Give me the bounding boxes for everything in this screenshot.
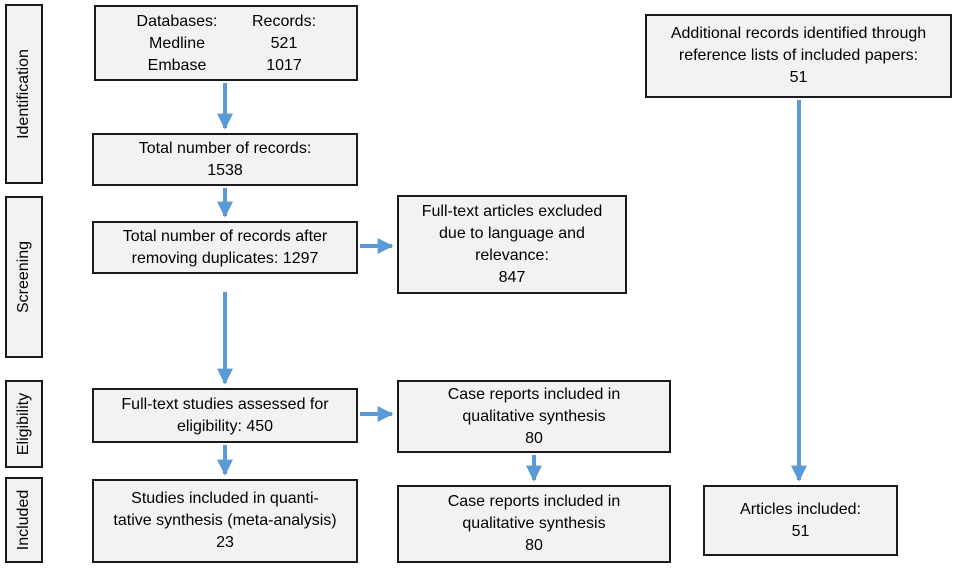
stage-eligibility-label: Eligibility — [15, 392, 32, 456]
database-count: 1017 — [266, 57, 302, 74]
database-name: Embase — [147, 57, 207, 74]
databases-box: Databases: Records: Medline 521 Embase 1… — [94, 5, 358, 81]
assessed-line2: eligibility: 450 — [176, 417, 274, 435]
quantitative-value: 23 — [216, 534, 234, 551]
articles-included-value: 51 — [791, 522, 810, 540]
excluded-value: 847 — [498, 268, 526, 286]
database-name: Medline — [148, 35, 206, 52]
case-reports-included-line1: Case reports included in — [447, 493, 621, 510]
records-header: Records: — [252, 13, 317, 30]
case-reports-included-line2: qualitative synthesis — [462, 515, 606, 532]
case-reports-eligibility-line1: Case reports included in — [447, 385, 621, 403]
articles-included-box: Articles included: 51 — [703, 485, 898, 556]
after-duplicates-line1: Total number of records after — [122, 227, 328, 245]
excluded-line2: due to language and — [439, 224, 585, 242]
stage-included: Included — [5, 477, 43, 563]
case-reports-eligibility-line2: qualitative synthesis — [462, 407, 606, 425]
additional-records-box: Additional records identified through re… — [645, 14, 952, 98]
databases-header: Databases: — [136, 13, 218, 30]
case-reports-included-value: 80 — [525, 537, 543, 554]
after-duplicates-line2: removing duplicates: 1297 — [131, 249, 319, 267]
assessed-box: Full-text studies assessed for eligibili… — [92, 388, 358, 443]
excluded-line3: relevance: — [475, 246, 549, 264]
additional-value: 51 — [789, 69, 808, 86]
assessed-line1: Full-text studies assessed for — [121, 395, 329, 413]
stage-identification-label: Identification — [15, 49, 32, 139]
additional-line2: reference lists of included papers: — [678, 47, 919, 64]
quantitative-synthesis-box: Studies included in quanti- tative synth… — [92, 479, 358, 563]
stage-identification: Identification — [5, 4, 43, 184]
case-reports-eligibility-box: Case reports included in qualitative syn… — [397, 380, 671, 453]
databases-table: Databases: Records: Medline 521 Embase 1… — [102, 11, 317, 77]
stage-eligibility: Eligibility — [5, 380, 43, 468]
quantitative-line2: tative synthesis (meta-analysis) — [113, 512, 337, 529]
total-records-label: Total number of records: — [138, 139, 312, 157]
excluded-box: Full-text articles excluded due to langu… — [397, 195, 627, 294]
additional-line1: Additional records identified through — [670, 25, 927, 42]
total-records-value: 1538 — [207, 161, 243, 179]
quantitative-line1: Studies included in quanti- — [131, 490, 319, 507]
stage-included-label: Included — [15, 489, 32, 551]
database-count: 521 — [270, 35, 298, 52]
total-records-box: Total number of records: 1538 — [92, 133, 358, 186]
case-reports-eligibility-value: 80 — [525, 429, 543, 447]
articles-included-label: Articles included: — [740, 500, 861, 518]
stage-screening: Screening — [5, 196, 43, 358]
stage-screening-label: Screening — [15, 240, 32, 314]
case-reports-included-box: Case reports included in qualitative syn… — [397, 485, 671, 563]
excluded-line1: Full-text articles excluded — [421, 202, 603, 220]
after-duplicates-box: Total number of records after removing d… — [92, 221, 358, 274]
